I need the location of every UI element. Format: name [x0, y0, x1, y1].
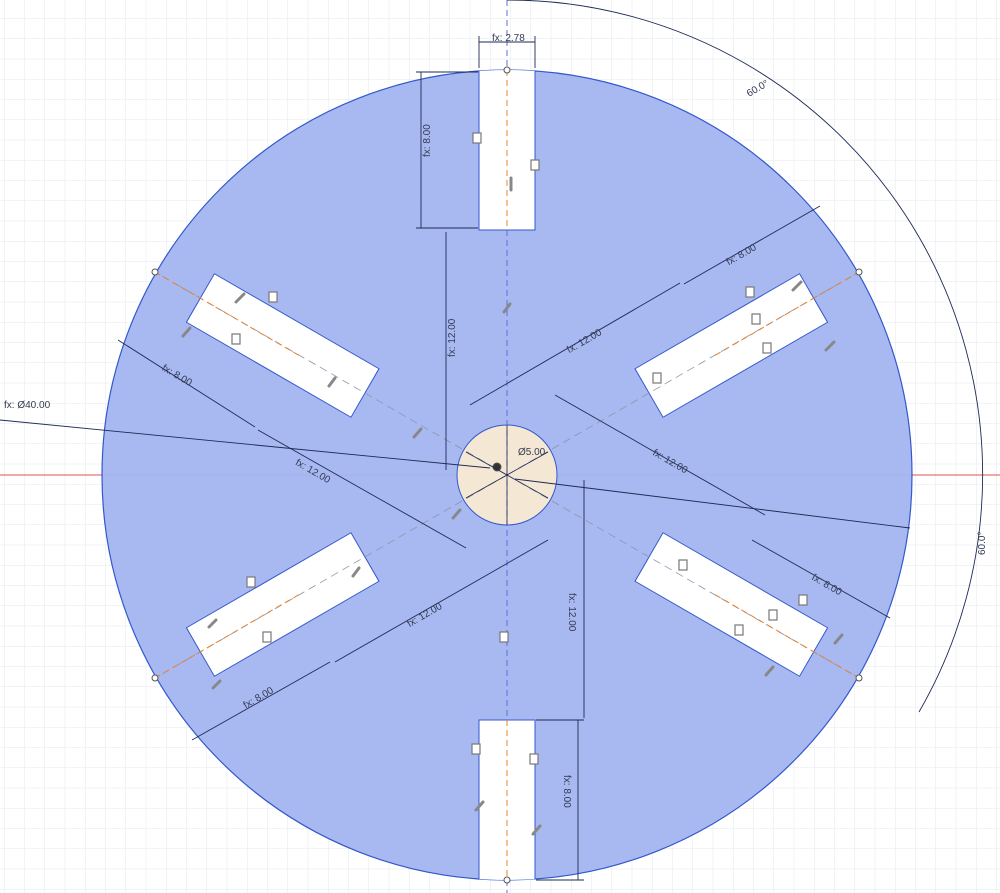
dim-slot-bottom-depth: fx: 8.00 — [561, 775, 572, 808]
dimension-lines — [0, 0, 984, 881]
dim-outer-diameter: fx: Ø40.00 — [4, 400, 51, 411]
dim-hub-diameter: Ø5.00 — [518, 447, 546, 458]
dim-slot-top-depth: fx: 8.00 — [422, 124, 433, 157]
constraint-glyphs — [231, 132, 808, 765]
dim-offset-bottom: fx: 12.00 — [566, 593, 577, 632]
construction-lines — [154, 271, 860, 679]
constraint-bars — [181, 176, 844, 836]
dim-angle-right: 60.0° — [977, 532, 988, 555]
slot-centerlines — [154, 70, 860, 880]
dim-offset-top: fx: 12.00 — [447, 318, 458, 357]
hub-spokes — [465, 425, 549, 525]
sketch-points[interactable] — [151, 66, 863, 884]
dim-slot-width: fx: 2.78 — [492, 33, 525, 44]
